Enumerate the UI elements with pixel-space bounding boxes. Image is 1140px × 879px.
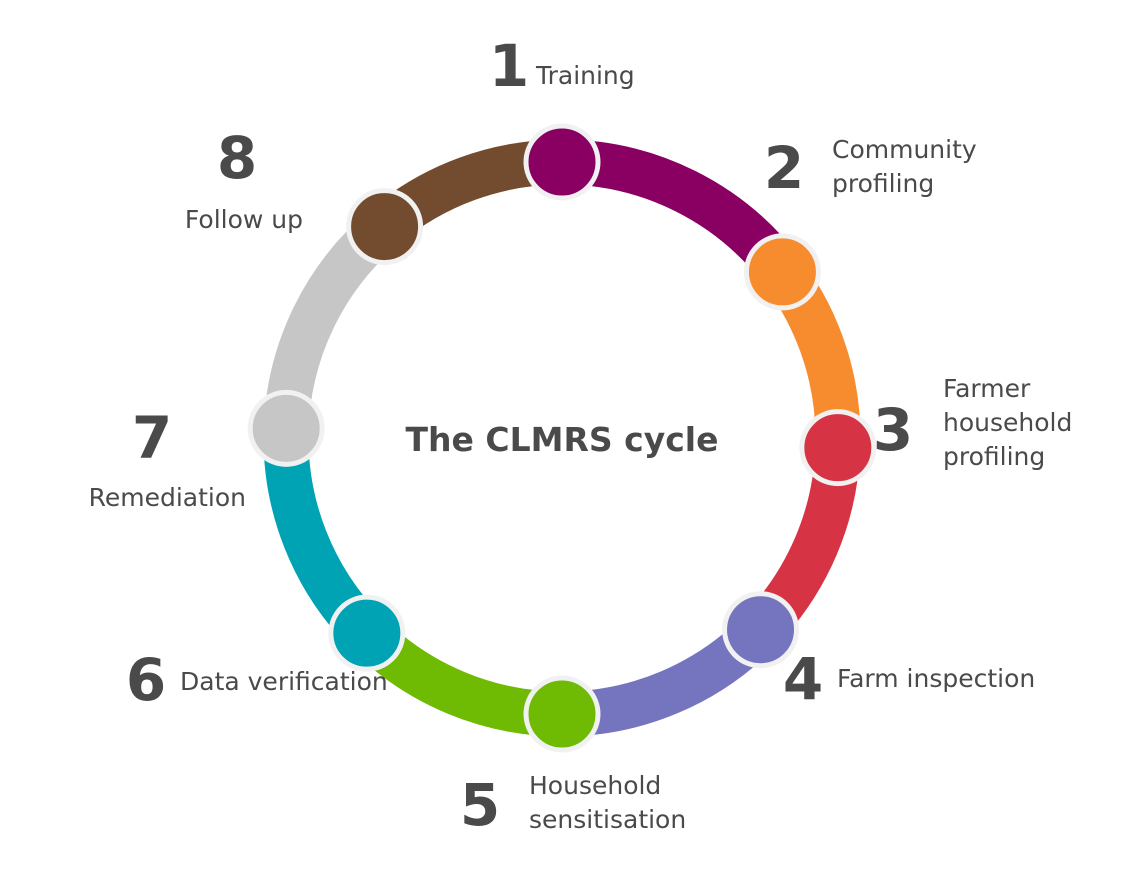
step-label-line: Farm inspection [837,664,1035,693]
step-label-1: Training [535,61,635,90]
cycle-node-step-6 [328,594,406,672]
step-number-8: 8 [217,124,257,192]
cycle-nodes [247,123,877,753]
cycle-node-step-7 [247,389,325,467]
cycle-node-step-5 [523,675,601,753]
step-number-2: 2 [764,134,804,202]
step-label-line: Community [832,135,977,164]
cycle-node-step-8 [346,188,424,266]
step-label-line: Farmer [943,374,1031,403]
step-number-4: 4 [783,645,823,713]
step-label-8: Follow up [185,205,303,234]
cycle-node-step-4 [722,591,800,669]
cycle-node-step-1 [523,123,601,201]
step-number-1: 1 [489,32,529,100]
step-label-line: household [943,408,1072,437]
step-number-5: 5 [460,771,500,839]
cycle-node-step-2 [743,233,821,311]
step-label-line: Follow up [185,205,303,234]
step-label-4: Farm inspection [837,664,1035,693]
step-label-5: Household sensitisation [529,771,686,834]
step-label-6: Data verification [180,667,388,696]
step-label-line: Household [529,771,661,800]
step-number-7: 7 [132,404,172,472]
step-number-6: 6 [126,646,166,714]
step-label-line: Data verification [180,667,388,696]
step-label-7: Remediation [89,483,246,512]
step-label-line: Remediation [89,483,246,512]
cycle-node-step-3 [799,409,877,487]
step-number-3: 3 [873,396,913,464]
step-label-3: Farmer household profiling [943,374,1072,471]
step-label-2: Community profiling [832,135,977,198]
step-label-line: Training [535,61,635,90]
step-label-line: sensitisation [529,805,686,834]
step-label-line: profiling [832,169,934,198]
diagram-title: The CLMRS cycle [406,420,719,459]
step-label-line: profiling [943,442,1045,471]
